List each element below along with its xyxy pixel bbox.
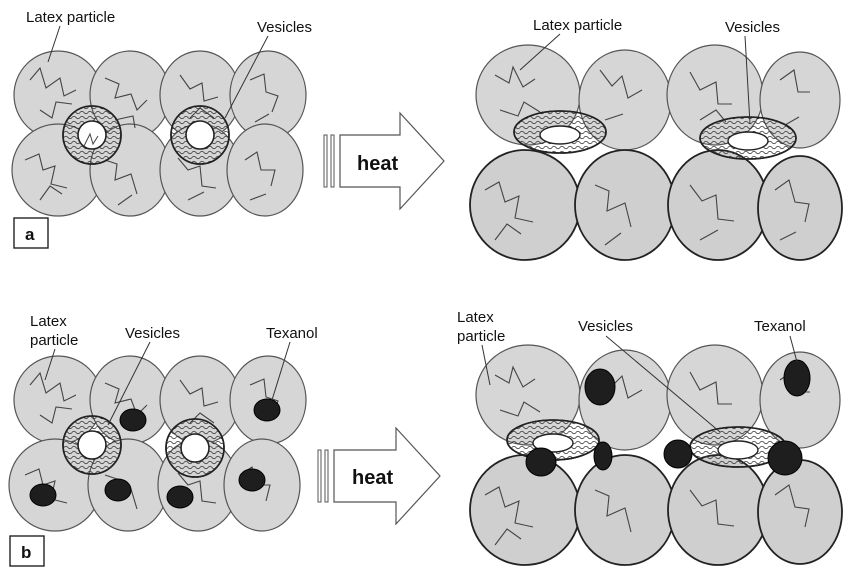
label-latex-line1: Latex	[457, 309, 494, 326]
texanol-droplet	[167, 486, 193, 508]
latex-particle	[470, 150, 580, 260]
panel-a-right-particles	[470, 45, 842, 260]
label-latex-line2: particle	[30, 332, 78, 349]
texanol-droplet	[30, 484, 56, 506]
texanol-droplet	[526, 448, 556, 476]
label-vesicles: Vesicles	[578, 318, 633, 335]
latex-particle	[470, 455, 580, 565]
heat-label: heat	[352, 467, 393, 489]
texanol-droplet	[120, 409, 146, 431]
vesicle	[171, 106, 229, 164]
vesicle	[700, 117, 796, 159]
latex-particle	[668, 150, 768, 260]
label-vesicles: Vesicles	[725, 19, 780, 36]
latex-particle	[758, 156, 842, 260]
panel-b-left-particles	[9, 356, 306, 531]
vesicle	[63, 106, 121, 164]
label-latex-line1: Latex	[30, 313, 67, 330]
texanol-droplet	[105, 479, 131, 501]
latex-particle	[758, 460, 842, 564]
heat-label: heat	[357, 153, 398, 175]
texanol-droplet	[784, 360, 810, 396]
label-texanol: Texanol	[754, 318, 806, 335]
label-texanol: Texanol	[266, 325, 318, 342]
panel-b-label: b	[21, 543, 31, 562]
texanol-droplet	[254, 399, 280, 421]
label-vesicles: Vesicles	[257, 19, 312, 36]
label-latex-line2: particle	[457, 328, 505, 345]
texanol-droplet	[594, 442, 612, 470]
texanol-droplet	[664, 440, 692, 468]
texanol-droplet	[768, 441, 802, 475]
latex-particle	[668, 455, 768, 565]
texanol-droplet	[585, 369, 615, 405]
vesicle	[514, 111, 606, 153]
vesicle	[166, 419, 224, 477]
label-latex-particle: Latex particle	[26, 9, 115, 26]
label-latex-particle: Latex particle	[533, 17, 622, 34]
texanol-droplet	[239, 469, 265, 491]
label-vesicles: Vesicles	[125, 325, 180, 342]
vesicle	[63, 416, 121, 474]
panel-a-label: a	[25, 225, 35, 244]
panel-a-left-particles	[12, 51, 306, 216]
